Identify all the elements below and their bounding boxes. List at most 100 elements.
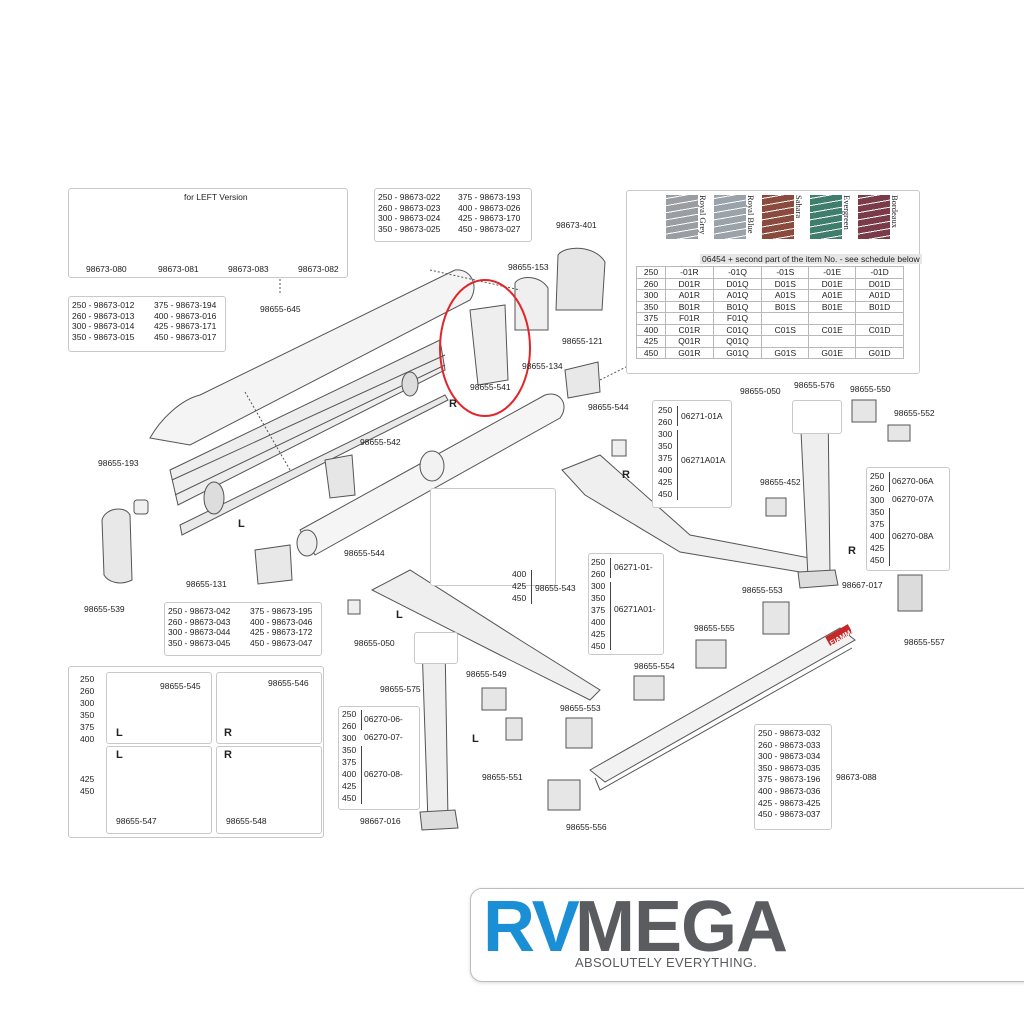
part-label: 98655-193 [98,458,139,468]
fabric-code-cell: -01D [855,266,904,279]
group-arm-left-sizes [588,553,664,655]
part-label: 98673-088 [836,772,877,782]
part-label: 98655-547 [116,816,157,826]
part-label: 98655-553 [560,703,601,713]
fabric-code-cell: D01R [665,277,714,290]
swatch-name: Sahara [794,195,804,219]
for-left-version-label: for LEFT Version [184,192,248,202]
leg-right-code: 06270-06A [892,476,934,486]
fabric-code-cell: B01Q [712,300,763,313]
arm-left [370,569,601,701]
part-label: 98655-549 [466,669,507,679]
swatch-bordeaux [858,195,890,239]
fabric-length-cell: 450 [636,346,666,359]
fabric-code-cell: A01D [855,289,904,302]
part-label: 98655-452 [760,477,801,487]
fabric-code-cell: B01D [855,300,904,313]
fabric-code-cell: D01D [855,277,904,290]
leg-left-code: 06270-08- [364,769,403,779]
group-arm-right-sizes [652,400,732,508]
box-576 [792,400,842,434]
fabric-code-cell: G01D [855,346,904,359]
fabric-code-cell: F01R [665,312,714,325]
fabric-length-cell: 300 [636,289,666,302]
swatch-royal-grey [666,195,698,239]
part-label: 98655-050 [740,386,781,396]
group-case-sizes [68,296,226,352]
group-543 [430,488,556,586]
part-label: 98673-081 [158,264,199,274]
group-leadrail-sizes [754,724,832,830]
case-front-cover [149,269,475,446]
leg-right-code: 06270-07A [892,494,934,504]
side-mark: L [116,727,123,739]
logo-rv-text: RV [483,887,580,967]
fabric-code-cell: C01E [808,323,857,336]
part-label: 98667-017 [842,580,883,590]
side-mark: R [622,469,630,481]
arm-right-code: 06271-01A [681,411,723,421]
fabric-code-cell [855,312,904,325]
fabric-code-cell: G01S [761,346,810,359]
fabric-length-cell: 425 [636,335,666,348]
part-label: 98673-083 [228,264,269,274]
leg-left [421,641,449,823]
part-label: 98655-544 [344,548,385,558]
group-leg-right-sizes [866,467,950,571]
part-label: 98655-554 [634,661,675,671]
leg-left-code: 06270-06- [364,714,403,724]
fabric-code-cell: A01E [808,289,857,302]
part-label: 98655-551 [482,772,523,782]
side-mark: R [449,398,457,410]
part-label: 98655-153 [508,262,549,272]
fabric-code-cell: A01Q [712,289,763,302]
fabric-length-cell: 250 [636,266,666,279]
fabric-code-cell: A01S [761,289,810,302]
fabric-code-cell: D01Q [712,277,763,290]
part-label: 98655-134 [522,361,563,371]
part-label: 98655-546 [268,678,309,688]
part-label: 98655-556 [566,822,607,832]
fabric-length-cell: 350 [636,300,666,313]
logo-tagline: ABSOLUTELY EVERYTHING. [575,955,758,970]
part-label: 98655-131 [186,579,227,589]
fabric-table-header: 06454 + second part of the item No. - se… [700,254,922,264]
side-mark: L [238,518,245,530]
side-mark: L [116,749,123,761]
fabric-code-cell [808,312,857,325]
fabric-code-cell: D01E [808,277,857,290]
fabric-code-cell: G01R [665,346,714,359]
swatch-name: Bordeaux [890,195,900,229]
part-label: 98655-121 [562,336,603,346]
swatch-name: Evergreen [842,195,852,230]
part-label: 98655-545 [160,681,201,691]
fabric-code-cell: C01S [761,323,810,336]
part-label-543: 98655-543 [535,583,576,593]
part-label: 98655-050 [354,638,395,648]
fabric-code-cell: C01Q [712,323,763,336]
part-label: 98655-575 [380,684,421,694]
fabric-code-cell [761,335,810,348]
leg-left-code: 06270-07- [364,732,403,742]
swatch-royal-blue [714,195,746,239]
part-label: 98655-544 [588,402,629,412]
part-label: 98655-557 [904,637,945,647]
highlight-ring [439,279,531,417]
fabric-code-cell [855,335,904,348]
swatch-evergreen [810,195,842,239]
part-label: 98655-552 [894,408,935,418]
swatch-name: Royal Blue [746,195,756,234]
fabric-length-cell: 260 [636,277,666,290]
group-leg-left-sizes [338,706,420,810]
box-575 [414,632,458,664]
fabric-code-cell: B01E [808,300,857,313]
